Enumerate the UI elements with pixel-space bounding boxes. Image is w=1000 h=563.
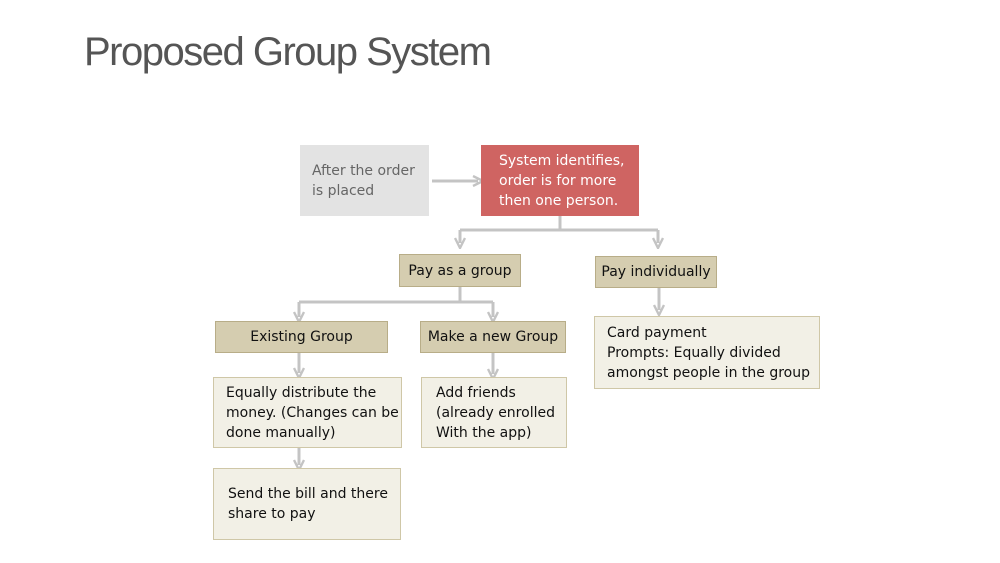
- node-text-line: order is for more: [499, 172, 617, 189]
- node-system-identifies: System identifies, order is for more the…: [481, 145, 639, 216]
- node-distribute-money: Equally distribute the money. (Changes c…: [213, 377, 402, 448]
- node-text-line: Card payment: [607, 324, 707, 341]
- node-text-line: share to pay: [228, 506, 316, 522]
- node-text-line: done manually): [226, 424, 336, 441]
- node-text-line: Pay individually: [601, 264, 711, 280]
- connector-system-branch: [460, 216, 658, 232]
- node-text-line: Add friends: [436, 384, 516, 401]
- connector-group-branch: [299, 287, 493, 304]
- node-send-bill: Send the bill and there share to pay: [213, 468, 401, 540]
- node-after-order: After the order is placed: [300, 145, 429, 216]
- node-pay-as-group: Pay as a group: [399, 254, 521, 287]
- node-text-line: With the app): [436, 424, 532, 441]
- node-text-line: amongst people in the group: [607, 364, 810, 381]
- node-text-line: After the order: [312, 162, 415, 179]
- node-text-line: Prompts: Equally divided: [607, 344, 781, 361]
- node-text-line: System identifies,: [499, 152, 625, 169]
- node-text-line: Make a new Group: [427, 329, 559, 345]
- node-card-payment: Card payment Prompts: Equally divided am…: [594, 316, 820, 389]
- node-text-line: Pay as a group: [408, 262, 512, 279]
- node-text-line: then one person.: [499, 192, 619, 209]
- node-existing-group: Existing Group: [215, 321, 388, 353]
- node-text-line: (already enrolled: [436, 404, 555, 421]
- node-text-line: Equally distribute the: [226, 384, 377, 401]
- node-text-line: is placed: [312, 182, 375, 199]
- node-add-friends: Add friends (already enrolled With the a…: [421, 377, 567, 448]
- node-pay-individually: Pay individually: [595, 256, 717, 288]
- node-text-line: Send the bill and there: [228, 486, 388, 502]
- page-title: Proposed Group System: [84, 30, 492, 74]
- node-text-line: Existing Group: [250, 329, 353, 345]
- node-make-new-group: Make a new Group: [420, 321, 566, 353]
- node-text-line: money. (Changes can be: [226, 404, 399, 421]
